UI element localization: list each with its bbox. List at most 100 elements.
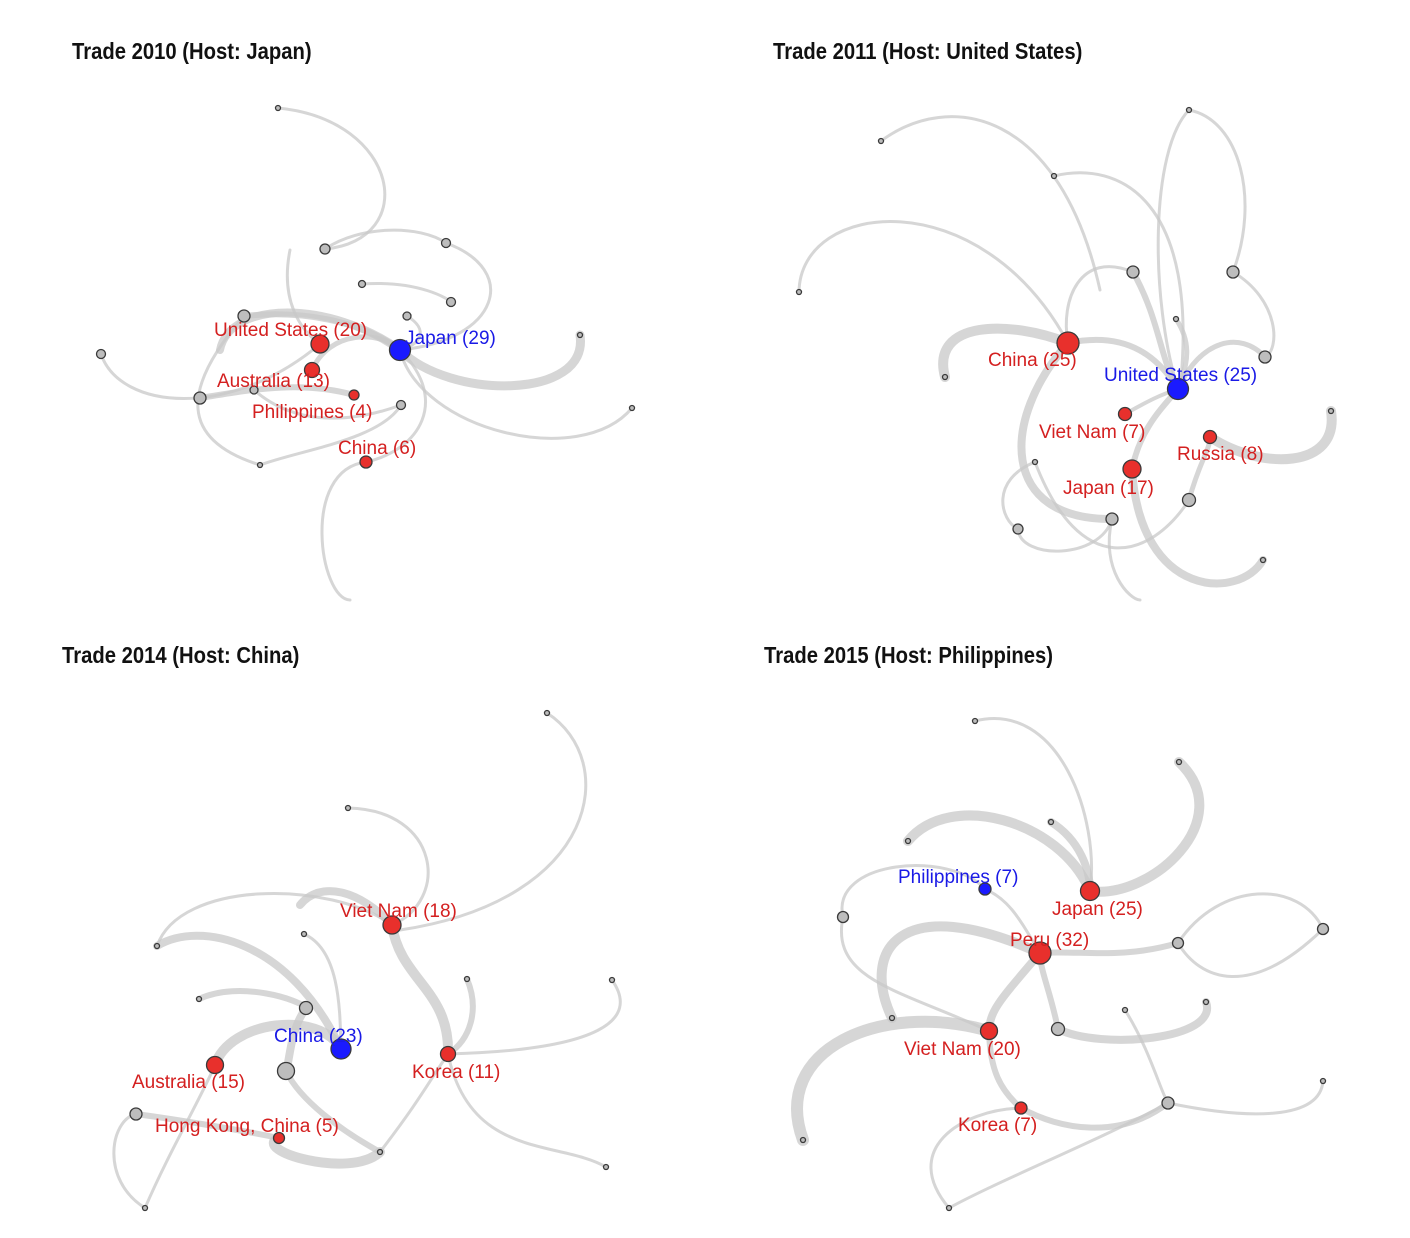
- node-russia: [1202, 429, 1218, 445]
- node-other: [440, 237, 452, 249]
- node-other: [344, 804, 352, 812]
- labels: China (23) Viet Nam (18) Korea (11) Aust…: [132, 901, 500, 1137]
- node-other: [543, 709, 551, 717]
- node-japan: [1122, 459, 1142, 479]
- node-australia: [303, 361, 321, 379]
- node-other: [193, 391, 207, 405]
- network-graph: United States (25) China (25) Viet Nam (…: [795, 106, 1337, 602]
- node-host-united-states: [1166, 377, 1190, 401]
- node-other: [945, 1204, 953, 1212]
- node-china: [359, 455, 373, 469]
- edges: [112, 711, 622, 1210]
- node-other: [1161, 1096, 1175, 1110]
- node-other: [300, 930, 308, 938]
- node-host-china: [330, 1038, 352, 1060]
- node-other: [1047, 818, 1055, 826]
- network-panel-2011: Trade 2011 (Host: United States): [0, 0, 1337, 610]
- panel-title: Trade 2014 (Host: China): [62, 642, 300, 668]
- node-viet-nam: [979, 1021, 999, 1041]
- node-other: [1050, 1021, 1066, 1037]
- node-other: [1202, 998, 1210, 1006]
- edges: [99, 106, 634, 602]
- node-other: [836, 910, 850, 924]
- label-node: Korea (11): [412, 1062, 500, 1083]
- label-host: China (23): [274, 1026, 363, 1047]
- label-node: Australia (15): [132, 1072, 245, 1093]
- node-other: [237, 309, 251, 323]
- label-node: Korea (7): [958, 1115, 1037, 1136]
- node-other: [1175, 758, 1183, 766]
- label-node: Peru (32): [1010, 930, 1089, 951]
- node-other: [357, 279, 367, 289]
- network-graph: Japan (29) United States (20) Australia …: [95, 104, 636, 602]
- node-other: [395, 399, 407, 411]
- node-other: [129, 1107, 143, 1121]
- node-peru: [1028, 941, 1052, 965]
- node-other: [402, 311, 412, 321]
- label-node: Philippines (4): [252, 402, 372, 423]
- network-panel-2010: Trade 2010 (Host: Japan): [0, 0, 700, 610]
- label-node: Hong Kong, China (5): [155, 1116, 339, 1137]
- node-host-japan: [388, 338, 412, 362]
- node-korea: [1014, 1101, 1028, 1115]
- node-other: [463, 975, 471, 983]
- label-node: China (25): [988, 350, 1077, 371]
- node-other: [608, 976, 616, 984]
- node-other: [971, 717, 979, 725]
- node-united-states: [310, 334, 330, 354]
- label-node: Viet Nam (7): [1039, 422, 1145, 443]
- node-other: [445, 296, 457, 308]
- node-other: [153, 942, 161, 950]
- node-other: [1172, 315, 1180, 323]
- network-panel-2015: Trade 2015 (Host: Philippines): [0, 0, 1330, 1212]
- label-node: Japan (17): [1063, 478, 1154, 499]
- node-other: [1319, 1077, 1327, 1085]
- node-other: [249, 385, 259, 395]
- node-other: [877, 137, 885, 145]
- node-other: [1126, 265, 1140, 279]
- node-other: [1327, 407, 1335, 415]
- node-other: [298, 1000, 314, 1016]
- edges: [791, 717, 1325, 1210]
- node-other: [276, 1061, 296, 1081]
- node-other: [1050, 172, 1058, 180]
- node-other: [1185, 106, 1193, 114]
- node-korea: [439, 1045, 457, 1063]
- node-other: [1012, 523, 1024, 535]
- label-node: United States (20): [214, 320, 367, 341]
- labels: Japan (29) United States (20) Australia …: [214, 320, 496, 459]
- label-node: Viet Nam (18): [340, 901, 457, 922]
- node-other: [904, 837, 912, 845]
- label-node: Australia (13): [217, 371, 330, 392]
- node-philippines: [348, 389, 360, 401]
- node-other: [799, 1136, 807, 1144]
- node-china: [1056, 331, 1080, 355]
- nodes: [799, 717, 1330, 1212]
- node-other: [256, 461, 264, 469]
- node-other: [602, 1163, 610, 1171]
- node-host-philippines: [978, 882, 992, 896]
- network-graph: China (23) Viet Nam (18) Korea (11) Aust…: [112, 709, 622, 1212]
- node-other: [795, 288, 803, 296]
- labels: United States (25) China (25) Viet Nam (…: [988, 350, 1264, 499]
- nodes: [795, 106, 1335, 564]
- node-other: [141, 1204, 149, 1212]
- panel-title: Trade 2010 (Host: Japan): [72, 38, 312, 64]
- node-other: [274, 104, 282, 112]
- node-other: [1316, 922, 1330, 936]
- panel-title: Trade 2015 (Host: Philippines): [764, 642, 1054, 668]
- node-other: [1031, 458, 1039, 466]
- label-host: Philippines (7): [898, 867, 1018, 888]
- label-node: Viet Nam (20): [904, 1039, 1021, 1060]
- node-australia: [205, 1055, 225, 1075]
- node-other: [1181, 492, 1197, 508]
- node-other: [1226, 265, 1240, 279]
- node-other: [195, 995, 203, 1003]
- nodes: [95, 104, 636, 469]
- node-other: [319, 243, 331, 255]
- node-other: [1105, 512, 1119, 526]
- node-other: [376, 1148, 384, 1156]
- node-other: [1171, 936, 1185, 950]
- node-viet-nam: [1117, 406, 1133, 422]
- label-host: Japan (29): [405, 328, 496, 349]
